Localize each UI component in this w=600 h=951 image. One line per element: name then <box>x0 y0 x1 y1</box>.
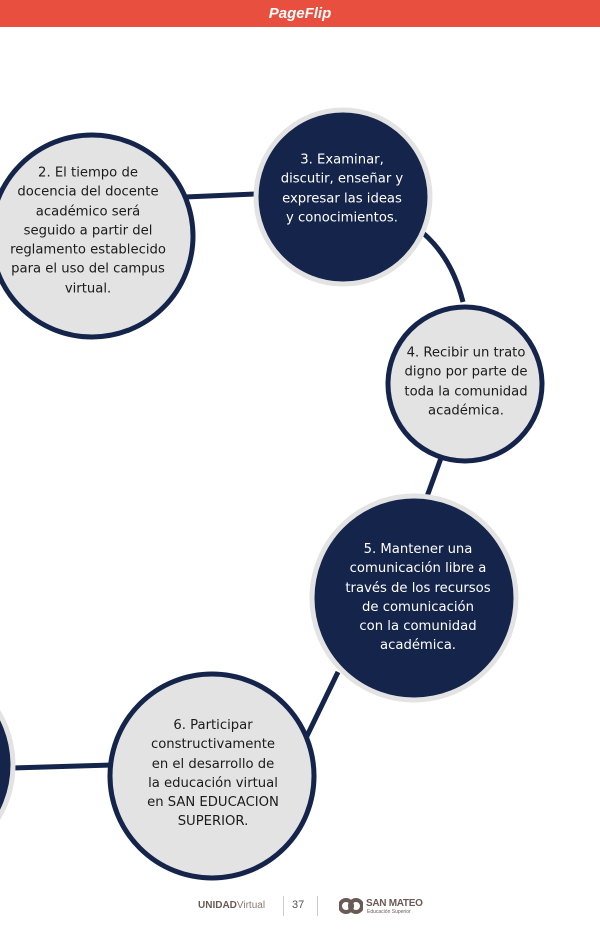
app-title-bar: PageFlip <box>0 0 600 27</box>
circle-5 <box>309 493 519 703</box>
line: través de los recursos <box>345 580 491 596</box>
line: de comunicación <box>362 600 474 615</box>
connector-3-4 <box>421 231 466 303</box>
san-mateo-logo-icon <box>339 898 363 914</box>
line: académica. <box>380 638 456 654</box>
connector-1-6 <box>11 762 113 771</box>
line: toda la comunidad <box>404 384 528 399</box>
divider <box>283 896 284 916</box>
logo-bold: UNIDAD <box>198 900 237 911</box>
line: discutir, enseñar y <box>280 171 404 187</box>
page-footer: UNIDADVirtual 37 SAN MATEO Educación Sup… <box>0 893 600 919</box>
line: comunicación libre a <box>349 561 487 577</box>
line: 6. Participar <box>173 718 253 734</box>
line: en el desarrollo de <box>151 756 275 772</box>
circle-3 <box>253 107 433 287</box>
item-3-text: 3. Examinar, discutir, enseñar y expresa… <box>281 150 403 227</box>
line: SUPERIOR. <box>177 814 249 830</box>
circle-2 <box>0 132 196 340</box>
connector-2-3 <box>184 191 257 200</box>
line: virtual. <box>64 281 112 297</box>
app-title: PageFlip <box>268 5 332 22</box>
item-5-text: 5. Mantener una comunicación libre a tra… <box>345 540 490 656</box>
item-6-text: 6. Participar constructivamente en el de… <box>147 716 279 832</box>
line: académico será <box>35 204 141 220</box>
line: con la comunidad <box>359 619 477 635</box>
item-4-text: 4. Recibir un trato digno por parte de t… <box>404 343 527 420</box>
line: la educación virtual <box>148 776 278 791</box>
line: constructivamente <box>150 737 276 753</box>
line: docencia del docente <box>17 184 159 200</box>
item-2-text: 2. El tiempo de docencia del docente aca… <box>10 163 166 298</box>
line: para el uso del campus <box>11 261 165 277</box>
line: seguido a partir del <box>23 223 153 239</box>
line: reglamento establecido <box>10 242 166 258</box>
divider <box>317 896 318 916</box>
line: académica. <box>428 403 504 419</box>
circle-1-partial <box>0 710 16 820</box>
page-number: 37 <box>292 899 305 911</box>
line: 2. El tiempo de <box>38 165 138 181</box>
line: expresar las ideas <box>282 191 402 206</box>
logo-light: Virtual <box>236 900 266 911</box>
connector-5-6 <box>302 670 341 742</box>
unidad-virtual-logo: UNIDADVirtual <box>198 900 265 911</box>
line: y conocimientos. <box>286 210 398 226</box>
line: en SAN EDUCACION <box>147 795 279 811</box>
line: 3. Examinar, <box>300 152 384 168</box>
brand-name: SAN MATEO <box>366 898 423 909</box>
line: 5. Mantener una <box>363 542 473 558</box>
circle-4 <box>385 304 545 464</box>
circle-6 <box>107 671 317 881</box>
brand-subtitle: Educación Superior <box>367 909 411 915</box>
line: 4. Recibir un trato <box>406 345 526 361</box>
line: digno por parte de <box>404 364 528 380</box>
